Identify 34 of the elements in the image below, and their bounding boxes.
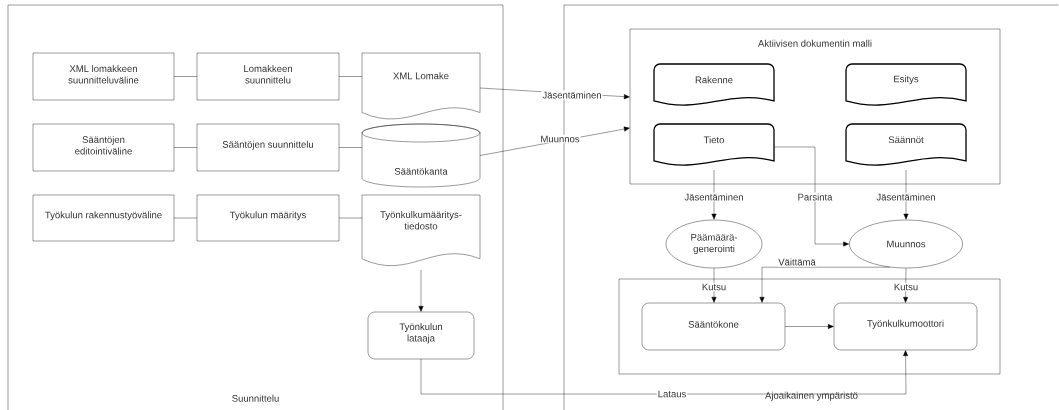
- edge-label: Kutsu: [700, 282, 728, 292]
- arrow: [711, 268, 717, 303]
- connector-line: [173, 217, 198, 219]
- edge-label: Parsinta: [796, 192, 834, 202]
- connector-line: [173, 147, 198, 148]
- connector-line: [173, 76, 198, 77]
- arrow: [759, 267, 890, 303]
- edge-label: Muunnos: [539, 134, 581, 144]
- rounded-box: Työnkulun lataaja: [367, 311, 475, 360]
- arrow: [903, 169, 909, 220]
- edge-label: Jäsentäminen: [875, 192, 937, 202]
- edge-label: Kutsu: [892, 282, 920, 292]
- edge-label: Lataus: [656, 389, 688, 399]
- connector-line: [338, 217, 363, 219]
- edge-label: Jäsentäminen: [683, 192, 745, 202]
- process-box: Työkulun määritys: [196, 194, 340, 242]
- process-box: XML lomakkeen suunnitteluväline: [32, 52, 175, 101]
- arrow: [420, 350, 909, 395]
- arrow: [418, 269, 424, 312]
- rounded-box: Sääntökone: [641, 302, 786, 351]
- arrow: [903, 268, 909, 303]
- process-box: Sääntöjen suunnittelu: [196, 123, 340, 172]
- arrow: [784, 324, 834, 329]
- edge-label: Väittämä: [777, 257, 817, 267]
- edge-label: Jäsentäminen: [541, 90, 603, 100]
- rounded-box: Työnkulkumoottori: [833, 302, 978, 351]
- database-cylinder: Sääntökanta: [361, 123, 481, 188]
- connector-line: [338, 147, 363, 148]
- process-box: Lomakkeen suunnittelu: [196, 52, 340, 101]
- process-box: Työkulun rakennustyöväline: [32, 194, 175, 242]
- arrow: [773, 146, 849, 247]
- process-box: Sääntöjen editointiväline: [32, 123, 175, 172]
- arrow: [711, 169, 717, 220]
- connector-line: [338, 76, 363, 77]
